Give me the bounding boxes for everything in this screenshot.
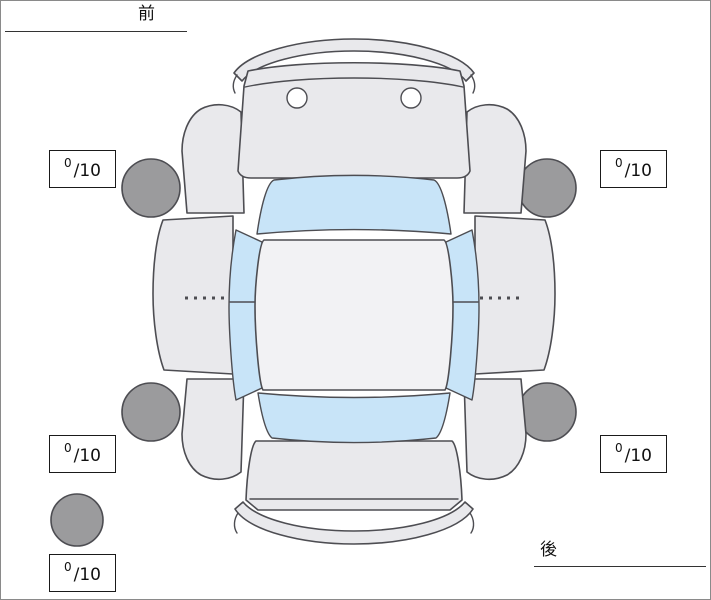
right-front-fender-panel bbox=[463, 103, 527, 214]
score-max: /10 bbox=[73, 161, 101, 181]
tire-rear-left bbox=[121, 382, 181, 442]
trunk-panel bbox=[245, 440, 463, 511]
hood-cowl-line bbox=[244, 77, 464, 88]
front-bumper-end-right bbox=[470, 74, 476, 94]
roof-panel bbox=[254, 239, 454, 391]
score-value: 0 bbox=[615, 441, 623, 455]
rear-label: 後 bbox=[540, 540, 558, 560]
headlight-washer-right bbox=[400, 87, 422, 109]
rear-underline bbox=[534, 566, 706, 567]
spare-tire bbox=[50, 493, 104, 547]
left-front-fender-panel bbox=[181, 103, 245, 214]
score-box-rear-right: 0 /10 bbox=[600, 435, 667, 473]
score-box-spare: 0 /10 bbox=[49, 554, 116, 592]
right-rear-fender-panel bbox=[463, 378, 527, 481]
rear-bumper bbox=[234, 501, 474, 545]
front-label: 前 bbox=[138, 4, 156, 24]
left-rear-fender-panel bbox=[181, 378, 245, 481]
score-value: 0 bbox=[615, 156, 623, 170]
rear-bumper-end-left bbox=[233, 512, 239, 534]
headlight-washer-left bbox=[286, 87, 308, 109]
score-value: 0 bbox=[64, 560, 72, 574]
right-side-door-panel bbox=[474, 215, 556, 375]
front-bumper-end-left bbox=[232, 74, 238, 94]
score-box-front-left: 0 /10 bbox=[49, 150, 116, 188]
score-max: /10 bbox=[73, 446, 101, 466]
tire-rear-right bbox=[517, 382, 577, 442]
score-max: /10 bbox=[624, 161, 652, 181]
left-side-door-panel bbox=[152, 215, 234, 375]
score-max: /10 bbox=[624, 446, 652, 466]
score-value: 0 bbox=[64, 156, 72, 170]
tire-front-right bbox=[517, 158, 577, 218]
tire-front-left bbox=[121, 158, 181, 218]
rear-window-glass bbox=[257, 392, 451, 444]
score-box-front-right: 0 /10 bbox=[600, 150, 667, 188]
hood-panel bbox=[237, 61, 471, 179]
score-box-rear-left: 0 /10 bbox=[49, 435, 116, 473]
windshield-glass bbox=[256, 174, 452, 235]
score-value: 0 bbox=[64, 441, 72, 455]
left-side-glass bbox=[228, 229, 263, 401]
rear-bumper-end-right bbox=[469, 512, 475, 534]
score-max: /10 bbox=[73, 565, 101, 585]
right-side-glass bbox=[445, 229, 480, 401]
front-underline bbox=[5, 31, 187, 32]
front-bumper bbox=[233, 38, 475, 82]
